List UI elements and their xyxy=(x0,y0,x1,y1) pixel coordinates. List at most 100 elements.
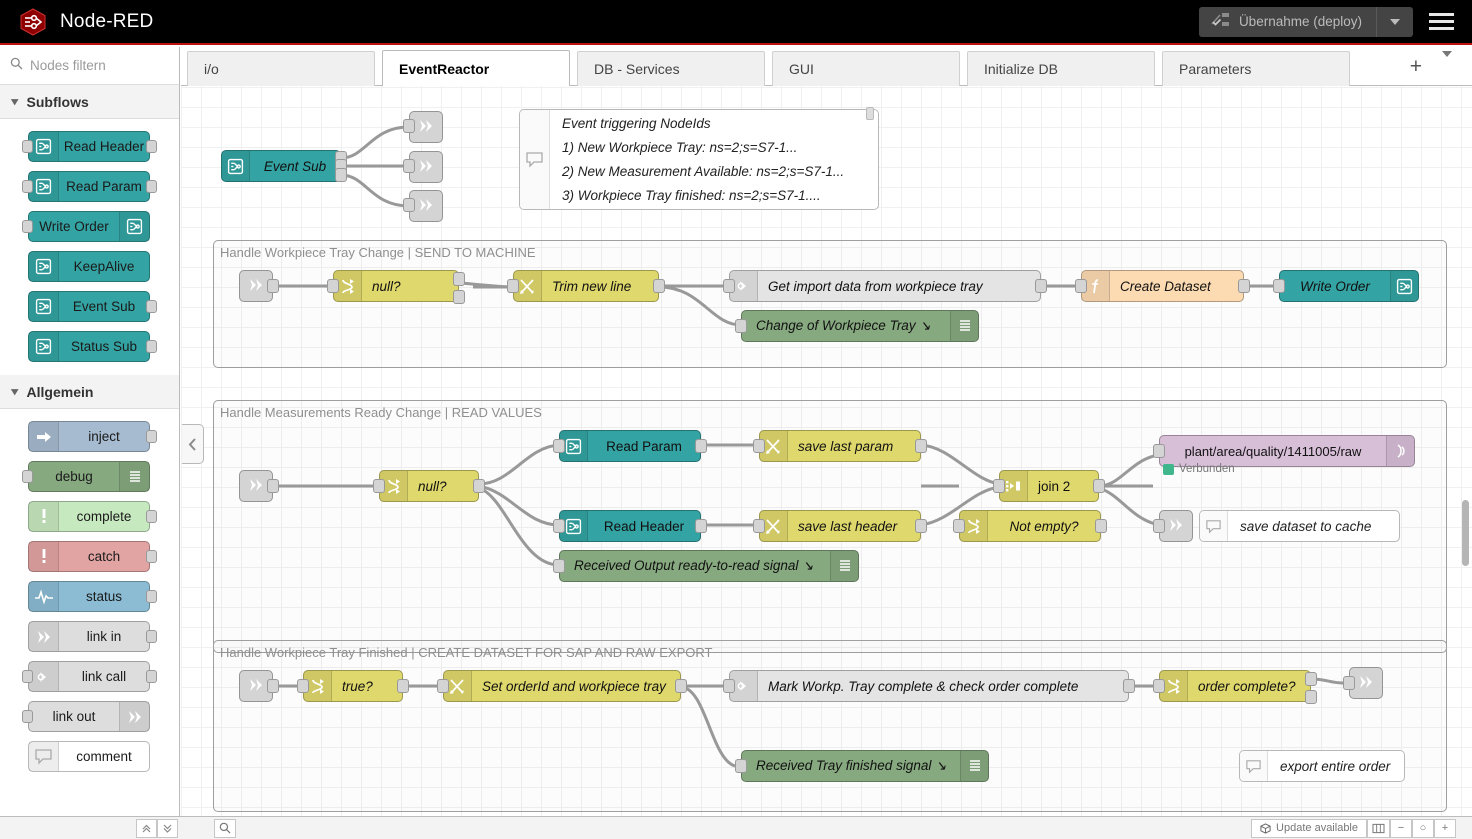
node-input-port[interactable] xyxy=(507,279,519,293)
palette-node-status[interactable]: status xyxy=(28,581,150,612)
tab-i-o[interactable]: i/o xyxy=(187,51,375,86)
deploy-button-main[interactable]: Übernahme (deploy) xyxy=(1199,6,1377,37)
node-output-port[interactable] xyxy=(695,439,707,453)
node-input-port[interactable] xyxy=(403,198,415,212)
node-input-port[interactable] xyxy=(553,439,565,453)
node-output-port[interactable] xyxy=(267,479,279,493)
tab-eventreactor[interactable]: EventReactor xyxy=(382,50,570,86)
node-output-port[interactable] xyxy=(453,290,465,304)
node-output-port[interactable] xyxy=(675,679,687,693)
node-output-port[interactable] xyxy=(453,272,465,286)
node-get-import-data[interactable]: Get import data from workpiece tray xyxy=(729,270,1041,302)
node-input-port[interactable] xyxy=(327,279,339,293)
node-output-port[interactable] xyxy=(1305,690,1317,704)
node-input-port[interactable] xyxy=(735,759,747,773)
node-event-sub[interactable]: Event Sub xyxy=(221,150,341,182)
node-write-order[interactable]: Write Order xyxy=(1279,270,1419,302)
comment-node-save-dataset[interactable]: save dataset to cache xyxy=(1199,510,1400,542)
flow-group-measurements-ready[interactable]: Handle Measurements Ready Change | READ … xyxy=(213,400,1447,653)
palette-node-read-header[interactable]: Read Header xyxy=(28,131,150,162)
node-output-port[interactable] xyxy=(653,279,665,293)
node-output-port[interactable] xyxy=(1238,279,1250,293)
node-input-port[interactable] xyxy=(753,519,765,533)
node-input-port[interactable] xyxy=(1153,679,1165,693)
node-input-port[interactable] xyxy=(1343,676,1355,690)
node-output-port[interactable] xyxy=(1035,279,1047,293)
node-read-param[interactable]: Read Param xyxy=(559,430,701,462)
node-input-port[interactable] xyxy=(723,679,735,693)
node-input-port[interactable] xyxy=(403,159,415,173)
palette-search[interactable]: Nodes filtern xyxy=(0,47,179,85)
node-mqtt-out[interactable]: plant/area/quality/1411005/raw xyxy=(1159,435,1415,467)
zoom-reset-button[interactable]: ○ xyxy=(1412,818,1434,838)
group-handle[interactable] xyxy=(866,107,874,120)
node-input-port[interactable] xyxy=(735,319,747,333)
palette-node-read-param[interactable]: Read Param xyxy=(28,171,150,202)
node-input-port[interactable] xyxy=(1273,279,1285,293)
comment-node-export-order[interactable]: export entire order xyxy=(1239,750,1405,782)
palette-category-subflows[interactable]: ▾ Subflows xyxy=(0,85,179,119)
palette-node-catch[interactable]: catch xyxy=(28,541,150,572)
add-flow-button[interactable]: + xyxy=(1409,54,1422,78)
node-input-port[interactable] xyxy=(723,279,735,293)
palette-node-link-out[interactable]: link out xyxy=(28,701,150,732)
node-mark-tray-complete[interactable]: Mark Workp. Tray complete & check order … xyxy=(729,670,1129,702)
node-output-port[interactable] xyxy=(1123,679,1135,693)
tab-db-services[interactable]: DB - Services xyxy=(577,51,765,86)
zoom-out-button[interactable]: − xyxy=(1390,818,1412,838)
node-output-port[interactable] xyxy=(473,479,485,493)
tab-gui[interactable]: GUI xyxy=(772,51,960,86)
zoom-in-button[interactable]: + xyxy=(1434,818,1456,838)
node-input-port[interactable] xyxy=(553,519,565,533)
node-read-header[interactable]: Read Header xyxy=(559,510,701,542)
node-output-port[interactable] xyxy=(1093,479,1105,493)
node-true-check[interactable]: true? xyxy=(303,670,403,702)
node-set-orderid[interactable]: Set orderId and workpiece tray xyxy=(443,670,681,702)
node-input-port[interactable] xyxy=(297,679,309,693)
node-output-port[interactable] xyxy=(267,279,279,293)
node-save-last-header[interactable]: save last header xyxy=(759,510,921,542)
canvas-vertical-scrollbar[interactable] xyxy=(1462,500,1469,566)
palette-node-write-order[interactable]: Write Order xyxy=(28,211,150,242)
palette-node-status-sub[interactable]: Status Sub xyxy=(28,331,150,362)
node-input-port[interactable] xyxy=(993,479,1005,493)
node-input-port[interactable] xyxy=(403,119,415,133)
node-output-port[interactable] xyxy=(1095,519,1107,533)
node-null-check-1[interactable]: null? xyxy=(333,270,459,302)
node-output-port[interactable] xyxy=(267,679,279,693)
palette-collapse-handle[interactable] xyxy=(182,424,204,464)
node-input-port[interactable] xyxy=(437,679,449,693)
palette-node-keepalive[interactable]: KeepAlive xyxy=(28,251,150,282)
node-debug-output-ready[interactable]: Received Output ready-to-read signal ↘ xyxy=(559,550,859,582)
flow-group-tray-finished[interactable]: Handle Workpiece Tray Finished | CREATE … xyxy=(213,640,1447,812)
node-join-2[interactable]: join 2 xyxy=(999,470,1099,502)
palette-node-link-in[interactable]: link in xyxy=(28,621,150,652)
navigator-toggle-button[interactable] xyxy=(1367,818,1390,838)
deploy-button[interactable]: Übernahme (deploy) xyxy=(1198,6,1413,37)
hamburger-menu-icon[interactable] xyxy=(1427,9,1456,34)
node-output-port[interactable] xyxy=(1305,672,1317,686)
node-trim-new-line[interactable]: Trim new line xyxy=(513,270,659,302)
node-save-last-param[interactable]: save last param xyxy=(759,430,921,462)
expand-all-button[interactable] xyxy=(157,818,178,838)
palette-node-complete[interactable]: complete xyxy=(28,501,150,532)
node-output-port[interactable] xyxy=(915,519,927,533)
palette-node-comment[interactable]: comment xyxy=(28,741,150,772)
chevron-down-icon[interactable] xyxy=(1442,51,1452,75)
node-input-port[interactable] xyxy=(953,519,965,533)
palette-node-inject[interactable]: inject xyxy=(28,421,150,452)
node-output-port[interactable] xyxy=(335,168,347,182)
node-input-port[interactable] xyxy=(1153,519,1165,533)
tab-parameters[interactable]: Parameters xyxy=(1162,51,1350,86)
flow-canvas[interactable]: Event Sub xyxy=(181,47,1472,816)
node-input-port[interactable] xyxy=(553,559,565,573)
node-order-complete[interactable]: order complete? xyxy=(1159,670,1311,702)
flow-group-workpiece-tray-change[interactable]: Handle Workpiece Tray Change | SEND TO M… xyxy=(213,240,1447,368)
node-debug-tray-finished[interactable]: Received Tray finished signal ↘ xyxy=(741,750,989,782)
node-input-port[interactable] xyxy=(1153,444,1165,458)
node-output-port[interactable] xyxy=(915,439,927,453)
node-not-empty[interactable]: Not empty? xyxy=(959,510,1101,542)
palette-node-link-call[interactable]: link call xyxy=(28,661,150,692)
canvas-search-button[interactable] xyxy=(214,818,236,838)
